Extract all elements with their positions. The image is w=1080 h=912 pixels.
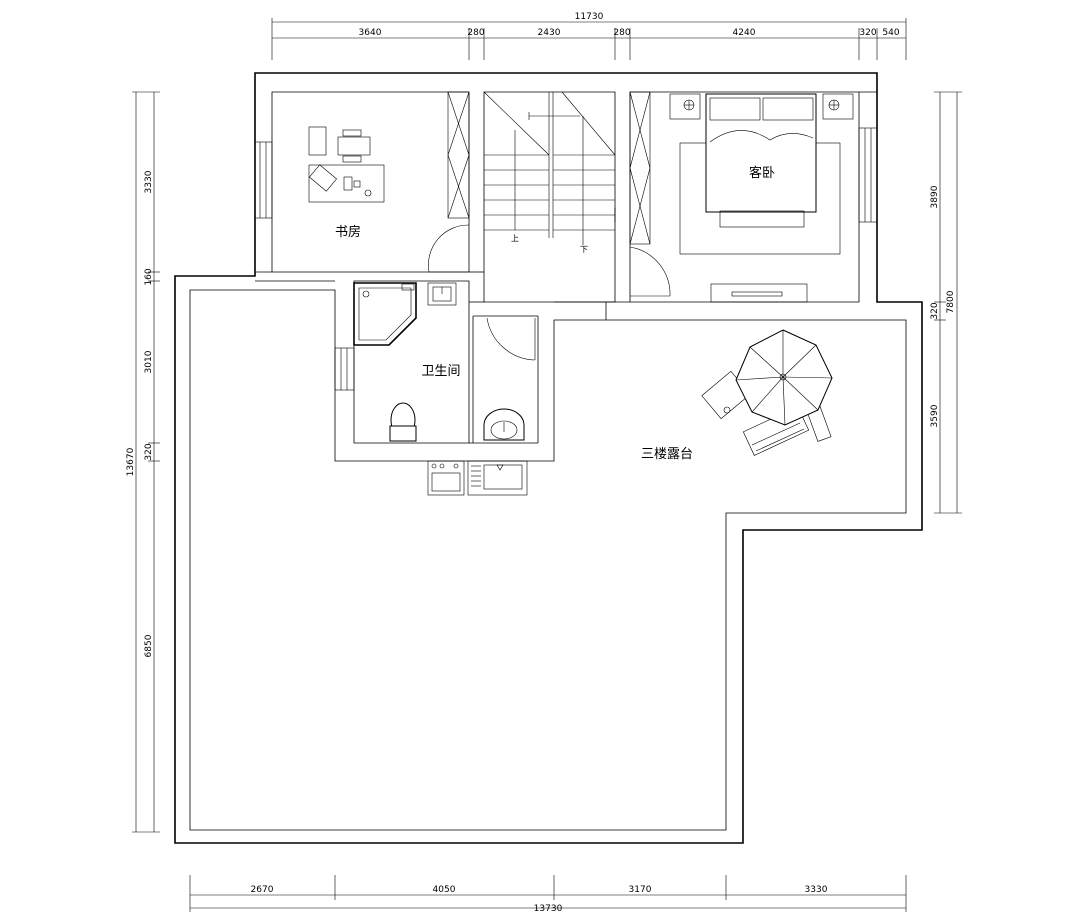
- left-seg-3: 3010: [144, 350, 154, 373]
- bottom-seg-2: 4050: [433, 885, 456, 895]
- top-seg-1: 3640: [359, 28, 382, 38]
- top-total-label: 11730: [575, 12, 604, 22]
- top-seg-2: 280: [467, 28, 484, 38]
- top-seg-4: 280: [613, 28, 630, 38]
- top-seg-5: 4240: [733, 28, 756, 38]
- bottom-seg-1: 2670: [251, 885, 274, 895]
- top-dimension: 11730 3640 280 2430 280 4240 320 540: [271, 12, 907, 60]
- room-label-terrace: 三楼露台: [641, 447, 693, 462]
- right-seg-3: 3590: [930, 404, 940, 427]
- stair-up-label: 上: [511, 234, 519, 243]
- right-seg-2: 320: [930, 302, 940, 319]
- right-dimension: 3890 320 3590 7800: [930, 91, 962, 514]
- left-seg-4: 320: [144, 443, 154, 460]
- left-dimension: 13670 3330 160 3010 320 6850: [126, 91, 160, 833]
- terrace-outline: [174, 72, 923, 844]
- right-total-label: 7800: [946, 290, 956, 313]
- top-seg-3: 2430: [538, 28, 561, 38]
- bottom-seg-3: 3170: [629, 885, 652, 895]
- bottom-total-label: 13730: [534, 904, 563, 912]
- room-label-bathroom: 卫生间: [421, 364, 460, 379]
- bottom-dimension: 2670 4050 3170 3330 13730: [189, 875, 907, 912]
- terrace-umbrella-set: [701, 329, 833, 456]
- outdoor-sink: [427, 460, 528, 496]
- bottom-seg-4: 3330: [805, 885, 828, 895]
- left-seg-1: 3330: [144, 170, 154, 193]
- left-seg-5: 6850: [144, 634, 154, 657]
- right-seg-1: 3890: [930, 185, 940, 208]
- study-room: 书房: [308, 91, 470, 273]
- top-seg-6: 320: [859, 28, 876, 38]
- bathroom: 卫生间: [353, 280, 539, 444]
- left-total-label: 13670: [126, 447, 136, 476]
- stair-down-label: 下: [580, 245, 588, 254]
- staircase: 上 下: [483, 91, 616, 254]
- room-label-guest-bedroom: 客卧: [749, 165, 775, 181]
- top-seg-7: 540: [882, 28, 899, 38]
- room-label-study: 书房: [335, 224, 361, 240]
- left-seg-2: 160: [144, 268, 154, 285]
- guest-bedroom: 客卧: [629, 91, 854, 303]
